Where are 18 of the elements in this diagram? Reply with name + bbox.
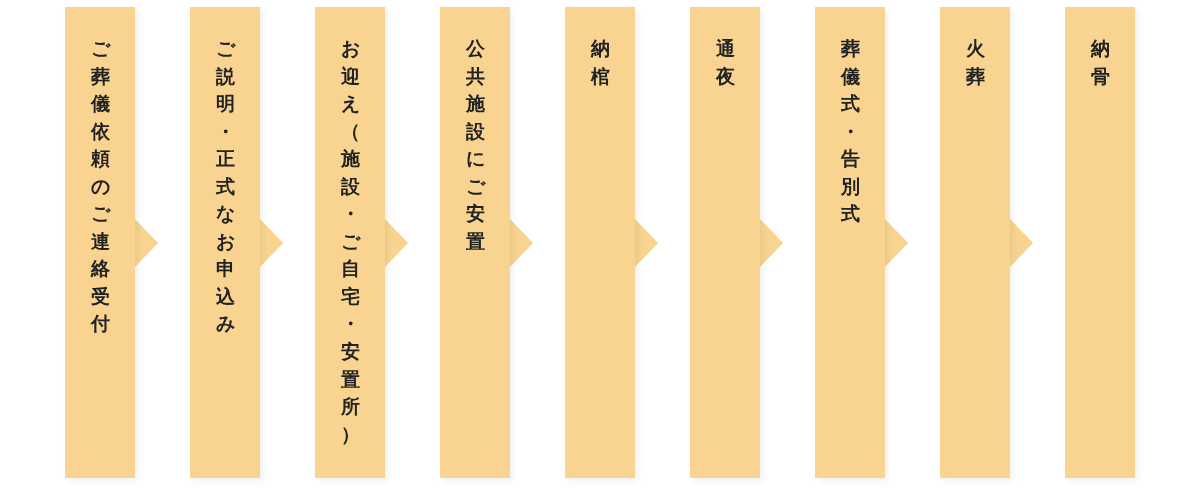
step-column xyxy=(1065,7,1135,478)
chevron-arrow xyxy=(635,219,659,267)
step-label: 納棺 xyxy=(590,36,610,89)
step-label: ご説明・正式なお申込み xyxy=(215,36,235,337)
step-label: 公共施設にご安置 xyxy=(465,36,485,254)
chevron-arrow xyxy=(885,219,909,267)
chevron-arrow xyxy=(510,219,534,267)
step-label: 葬儀式・告別式 xyxy=(840,36,860,227)
step-label: 火葬 xyxy=(965,36,985,89)
step-label: 通夜 xyxy=(715,36,735,89)
step-label: 納骨 xyxy=(1090,36,1110,89)
chevron-arrow xyxy=(135,219,159,267)
step-label: ご葬儀依頼のご連絡受付 xyxy=(90,36,110,337)
chevron-arrow xyxy=(1010,219,1034,267)
chevron-arrow xyxy=(260,219,284,267)
chevron-arrow xyxy=(760,219,784,267)
chevron-arrow xyxy=(385,219,409,267)
step-label: お迎え（施設・ご自宅・安置所） xyxy=(340,36,360,447)
